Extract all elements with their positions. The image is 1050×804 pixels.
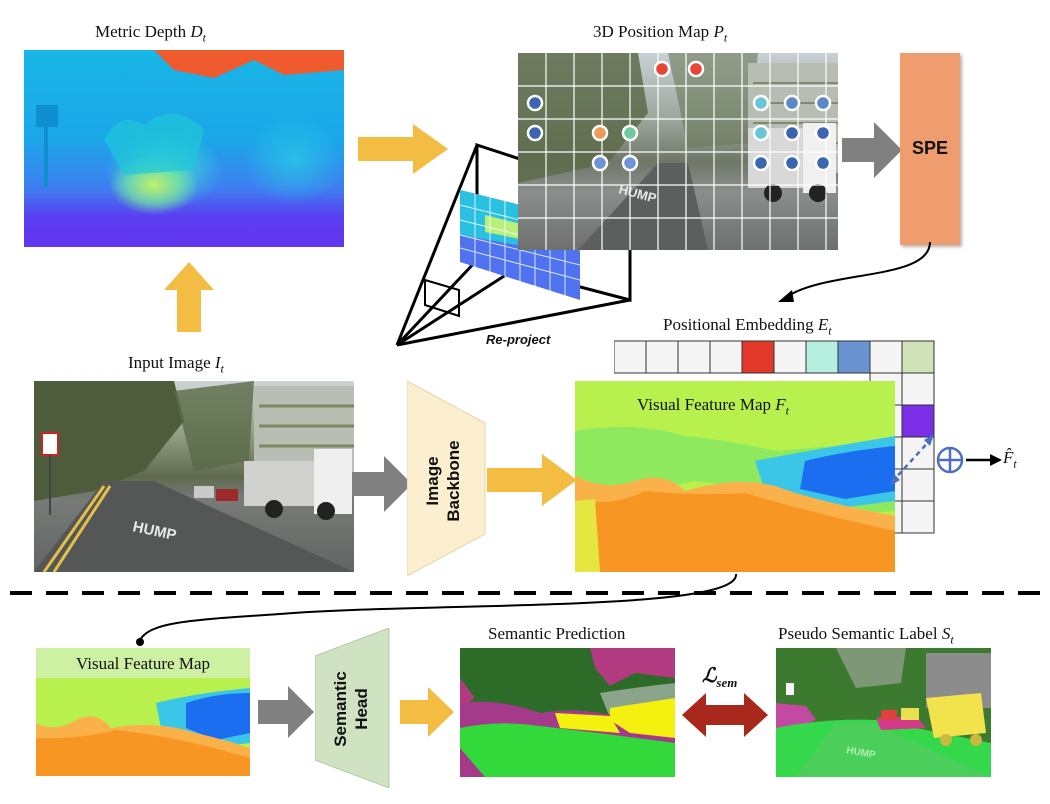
reproject-label: Re-project	[486, 332, 551, 347]
far-region	[154, 50, 344, 78]
pseudo-semantic-label-map: HUMP	[776, 648, 991, 777]
output-feature-symbol: F̂t	[1003, 448, 1017, 471]
bottom-feature-map: Visual Feature Map	[36, 648, 250, 776]
point-blue-5	[783, 94, 801, 112]
point-blue-10	[783, 154, 801, 172]
arrow-depth-to-position	[358, 124, 448, 174]
feature-map-heat	[575, 381, 895, 572]
semantic-prediction-map	[460, 648, 675, 777]
point-blue-4	[621, 154, 639, 172]
position-grid	[518, 53, 838, 250]
metric-depth-map	[24, 50, 344, 247]
spe-label: SPE	[911, 138, 949, 158]
metric-depth-title: Metric Depth Dt	[95, 22, 206, 45]
point-blue-6	[814, 94, 832, 112]
depth-overlay	[36, 50, 344, 187]
feature-connector	[136, 573, 738, 646]
point-blue-7	[783, 124, 801, 142]
image-backbone-block	[407, 381, 486, 576]
point-green	[621, 124, 639, 142]
point-red-1	[653, 60, 671, 78]
point-blue-11	[814, 154, 832, 172]
point-red-2	[687, 60, 705, 78]
pseudo-label-title: Pseudo Semantic Label St	[778, 624, 954, 647]
loss-double-arrow	[682, 693, 768, 737]
arrow-head-to-prediction	[400, 687, 454, 737]
positional-embedding-title: Positional Embedding Et	[663, 315, 832, 338]
spe-block: SPE	[900, 53, 960, 245]
embedding-add-arrow	[890, 434, 934, 486]
pseudo-road-marking: HUMP	[845, 745, 876, 761]
point-blue-1	[526, 94, 544, 112]
arrow-position-to-spe	[842, 122, 902, 178]
point-orange	[591, 124, 609, 142]
sign-region	[36, 105, 58, 127]
bottom-feature-heat	[36, 678, 250, 776]
pseudo-label-classes: HUMP	[776, 648, 991, 777]
input-image: HUMP	[34, 381, 354, 572]
position-map-title: 3D Position Map Pt	[593, 22, 728, 45]
arrow-spe-to-embedding	[778, 241, 931, 302]
bottom-feature-title: Visual Feature Map	[76, 654, 210, 673]
point-blue-8	[814, 124, 832, 142]
point-blue-9	[752, 154, 770, 172]
input-scene: HUMP	[34, 381, 354, 572]
visual-feature-title: Visual Feature Map Ft	[637, 395, 789, 418]
semantic-head-block	[315, 628, 390, 788]
arrow-feature-to-head	[258, 686, 314, 738]
section-divider	[10, 591, 1040, 595]
visual-feature-map: Visual Feature Map Ft	[575, 381, 895, 572]
add-operator-icon	[936, 446, 964, 474]
loss-label: ℒsem	[702, 665, 738, 690]
semantic-head-label: Semantic Head	[331, 671, 371, 747]
point-cyan-1	[752, 94, 770, 112]
point-blue-3	[591, 154, 609, 172]
point-cyan-2	[752, 124, 770, 142]
output-arrow	[966, 454, 1002, 466]
arrow-input-to-depth	[164, 262, 214, 332]
position-map-image: HUMP	[518, 53, 838, 250]
sign-pole	[44, 127, 48, 187]
arrow-backbone-to-feature	[487, 454, 577, 506]
image-backbone-label: Image Backbone	[423, 440, 463, 522]
position-points	[526, 60, 832, 172]
semantic-prediction-classes	[460, 648, 675, 777]
tree-region	[104, 113, 204, 175]
input-image-title: Input Image It	[128, 353, 224, 376]
point-blue-2	[526, 124, 544, 142]
semantic-prediction-title: Semantic Prediction	[488, 624, 626, 643]
arrow-input-to-backbone	[352, 456, 412, 512]
